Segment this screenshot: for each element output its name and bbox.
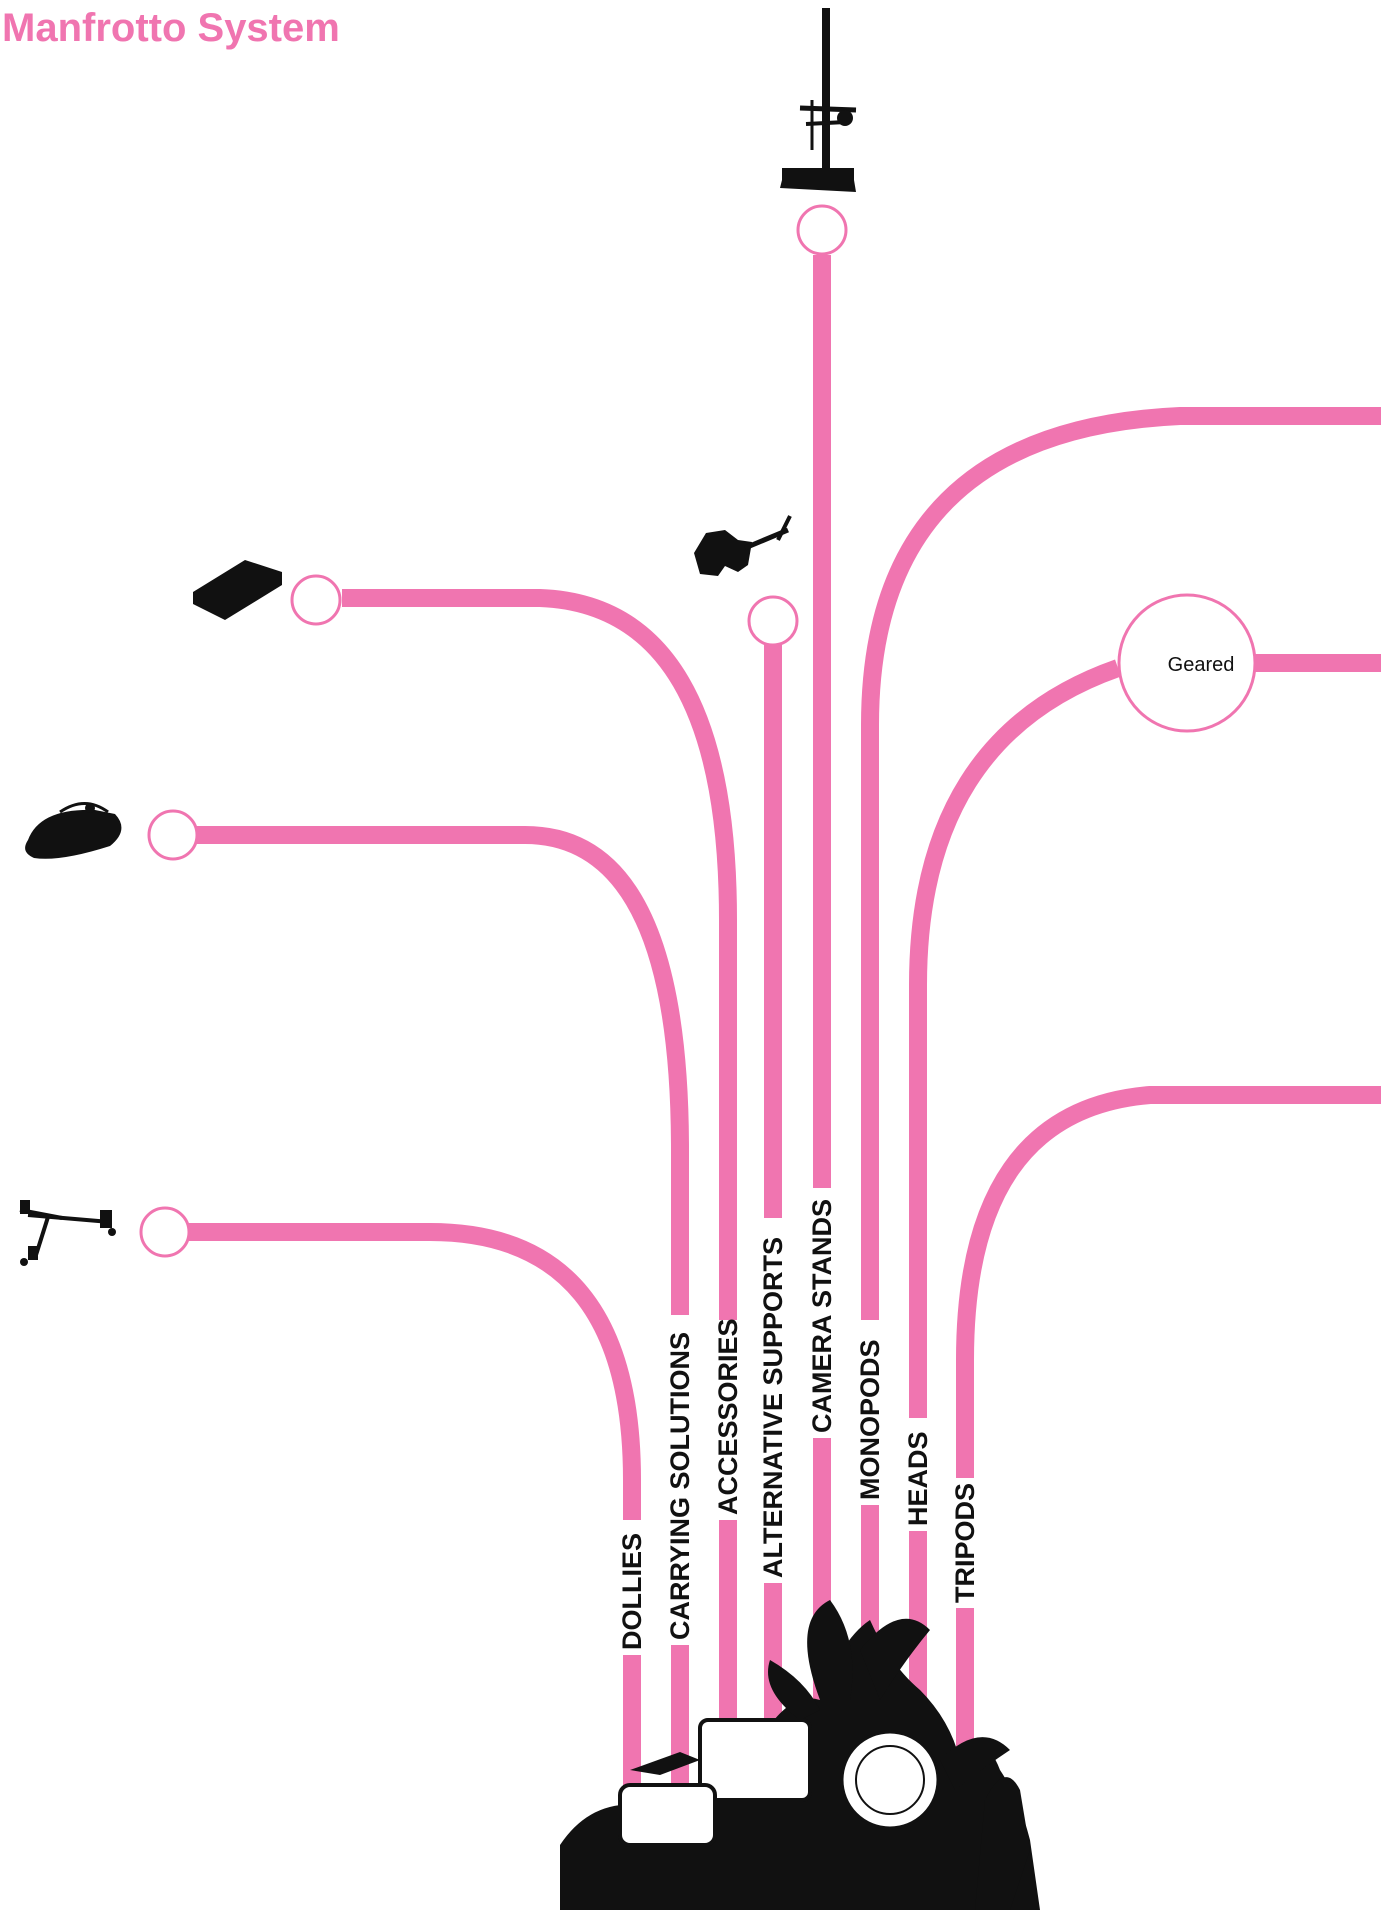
- tripods-line: [956, 1086, 1381, 1885]
- alternative-supports-label[interactable]: ALTERNATIVE SUPPORTS: [758, 1237, 788, 1578]
- monopods-line: [861, 407, 1381, 1885]
- carrying-solutions-node[interactable]: [147, 809, 199, 861]
- carrying-solutions-label[interactable]: CARRYING SOLUTIONS: [665, 1332, 695, 1640]
- heads-line: [909, 654, 1381, 1885]
- accessories-line: [342, 589, 737, 1885]
- accessories-node[interactable]: [290, 574, 342, 626]
- camera-stand-icon[interactable]: [780, 8, 857, 192]
- branch-nodes: [139, 204, 1257, 1258]
- clamp-support-icon[interactable]: [694, 515, 792, 576]
- monopods-label[interactable]: MONOPODS: [855, 1339, 885, 1500]
- heads-geared-node[interactable]: [1117, 593, 1257, 733]
- dolly-icon[interactable]: [19, 1200, 116, 1266]
- heads-label[interactable]: HEADS: [903, 1431, 933, 1526]
- alternative-supports-node[interactable]: [747, 595, 799, 647]
- carrying-solutions-line: [195, 826, 689, 1885]
- dollies-line: [165, 1223, 641, 1885]
- accessories-label[interactable]: ACCESSORIES: [713, 1318, 743, 1515]
- camera-bag-icon[interactable]: [25, 802, 122, 859]
- dollies-node[interactable]: [139, 1206, 191, 1258]
- accessory-plate-icon[interactable]: [193, 560, 282, 620]
- branch-labels: DOLLIES CARRYING SOLUTIONS ACCESSORIES A…: [612, 1188, 985, 1655]
- travel-collage-icon: [560, 1600, 1040, 1910]
- page-title: Manfrotto System: [2, 6, 340, 50]
- camera-stands-node[interactable]: [796, 204, 848, 256]
- product-icons: [19, 8, 857, 1266]
- branch-lines: [165, 255, 1381, 1885]
- dollies-label[interactable]: DOLLIES: [617, 1533, 647, 1650]
- tripods-label[interactable]: TRIPODS: [950, 1483, 980, 1603]
- camera-stands-label[interactable]: CAMERA STANDS: [807, 1199, 837, 1433]
- geared-node-label: Geared: [1168, 654, 1235, 676]
